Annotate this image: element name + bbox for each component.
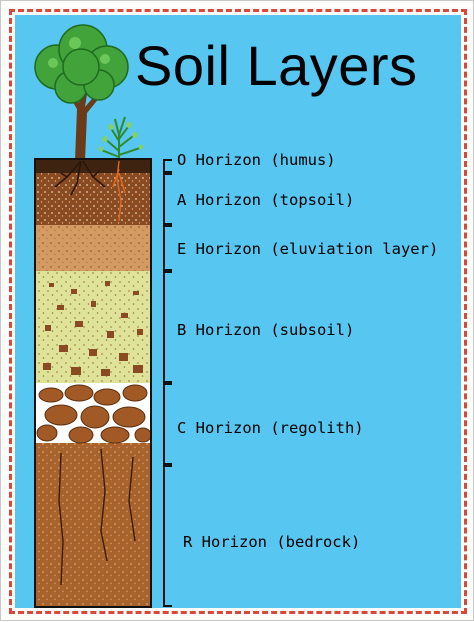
o-horizon-layer	[35, 159, 151, 173]
b-horizon-bracket	[163, 271, 165, 383]
e-horizon-label: E Horizon (eluviation layer)	[177, 240, 438, 258]
r-horizon-label: R Horizon (bedrock)	[183, 533, 360, 551]
a-horizon-bracket	[163, 173, 165, 225]
b-horizon-label: B Horizon (subsoil)	[177, 321, 354, 339]
a-horizon-label: A Horizon (topsoil)	[177, 191, 354, 209]
o-horizon-bracket	[163, 159, 165, 173]
e-horizon-bracket	[163, 225, 165, 271]
c-horizon-bracket	[163, 383, 165, 465]
soil-column	[35, 159, 151, 607]
r-horizon-bracket	[163, 465, 165, 607]
tree-icon	[35, 25, 128, 161]
c-horizon-label: C Horizon (regolith)	[177, 419, 364, 437]
poster-title: Soil Layers	[135, 31, 418, 101]
o-horizon-label: O Horizon (humus)	[177, 151, 336, 169]
